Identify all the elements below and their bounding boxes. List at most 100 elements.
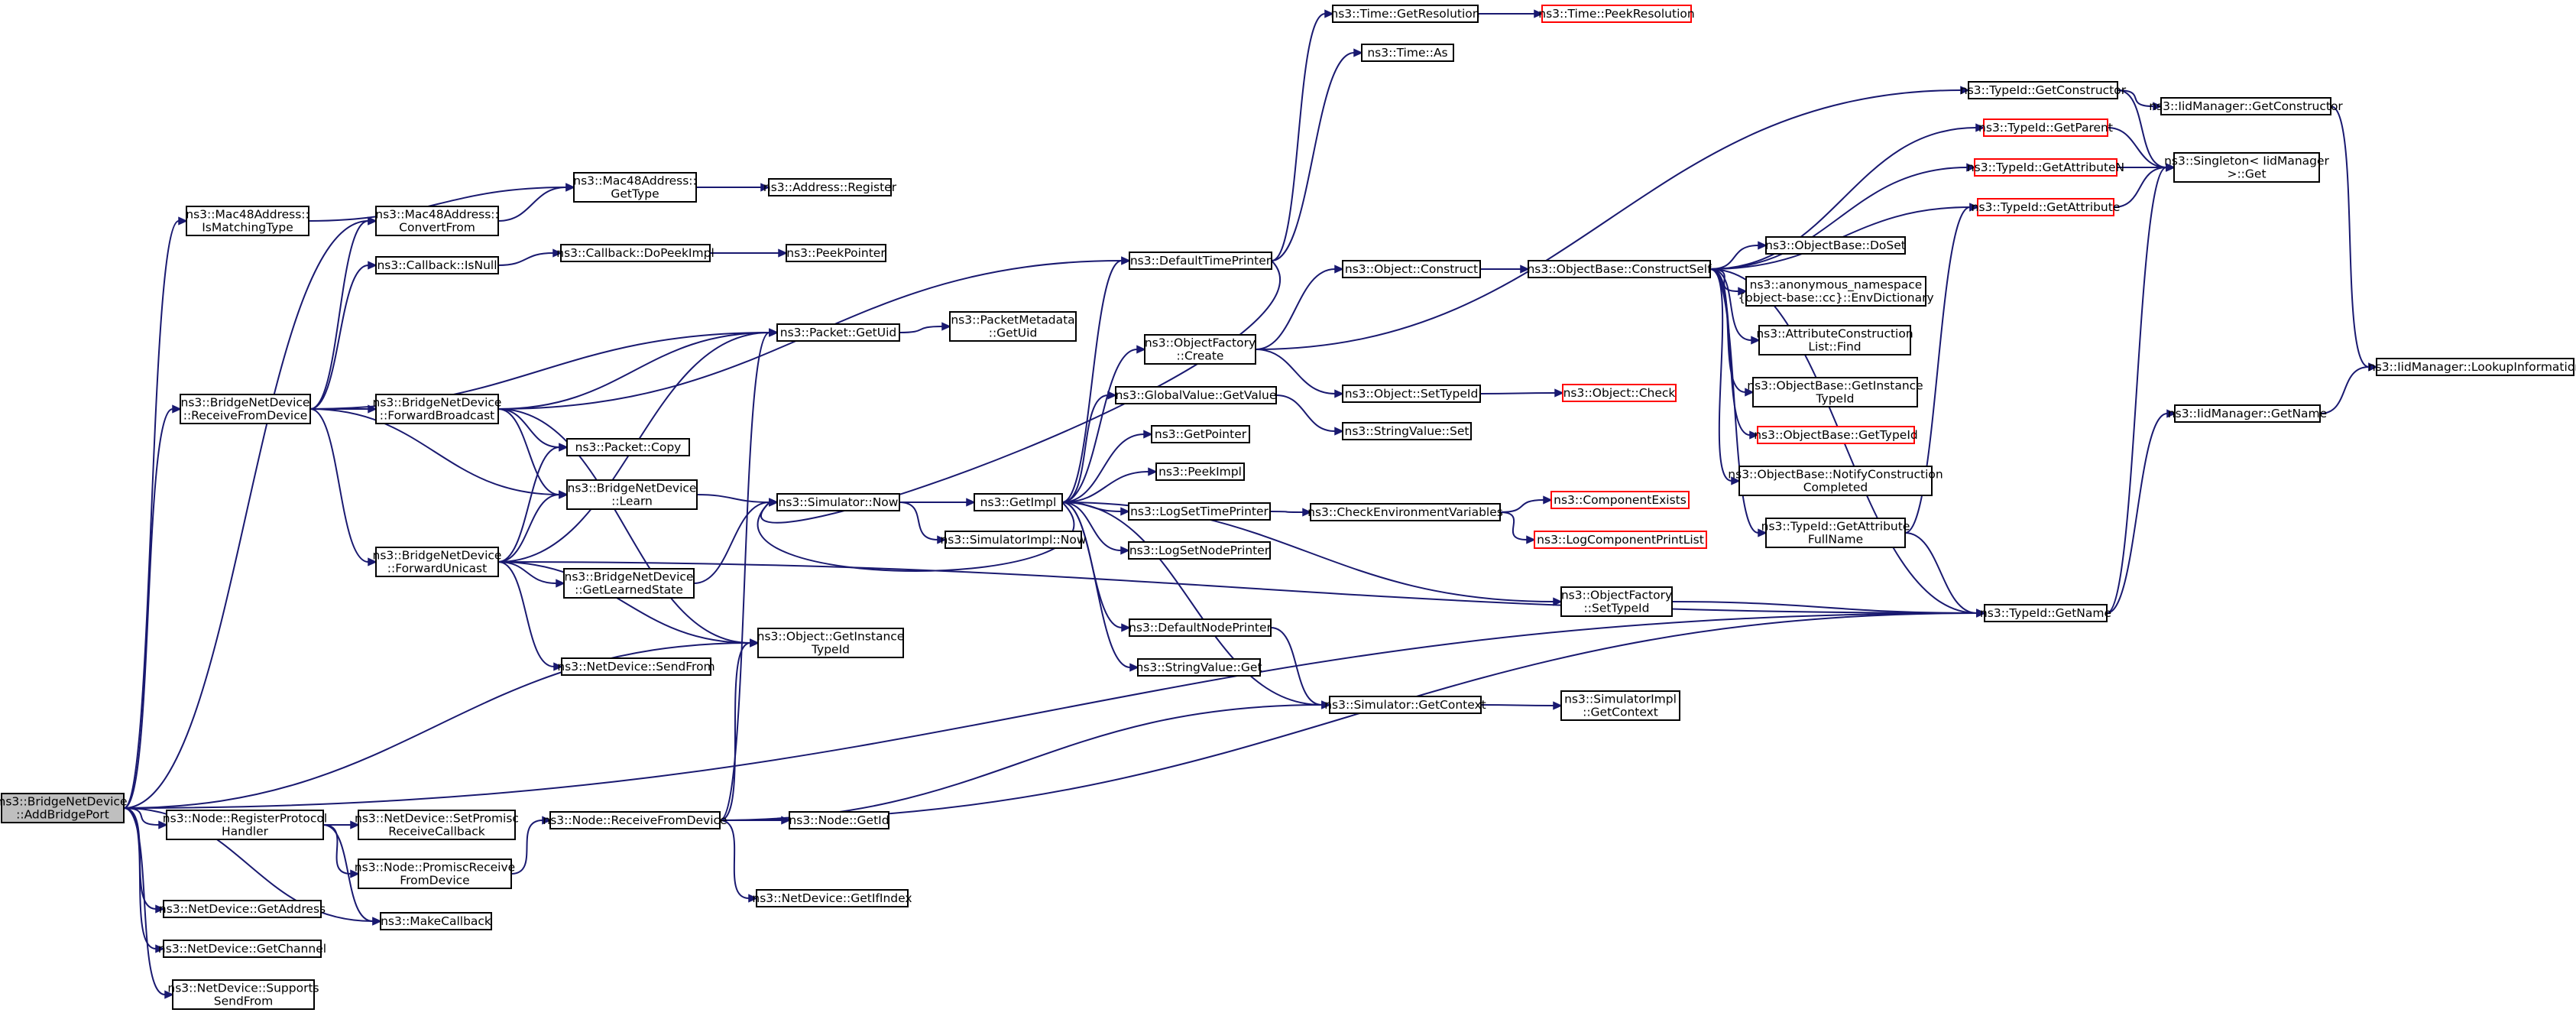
node-box: [1129, 252, 1272, 270]
node-type-id-get-parent[interactable]: ns3::TypeId::GetParent: [1978, 118, 2113, 137]
node-get-impl[interactable]: ns3::GetImpl: [974, 493, 1063, 511]
node-object-check[interactable]: ns3::Object::Check: [1562, 384, 1677, 402]
node-object-base-get-type-id[interactable]: ns3::ObjectBase::GetTypeId: [1754, 426, 1918, 444]
node-type-id-get-attribute-n[interactable]: ns3::TypeId::GetAttributeN: [1967, 158, 2124, 177]
node-global-value-get-value[interactable]: ns3::GlobalValue::GetValue: [1115, 386, 1277, 404]
node-box: [949, 311, 1077, 342]
node-net-device-send-from[interactable]: ns3::NetDevice::SendFrom: [557, 657, 715, 676]
node-label: ns3::ObjectBase::GetInstance: [1747, 379, 1923, 393]
node-type-id-get-attribute[interactable]: ns3::TypeId::GetAttribute: [1972, 198, 2121, 216]
node-simulator-impl-get-context[interactable]: ns3::SimulatorImpl::GetContext: [1560, 690, 1680, 721]
node-net-device-get-channel[interactable]: ns3::NetDevice::GetChannel: [158, 940, 326, 958]
node-env-dictionary[interactable]: ns3::anonymous_namespace{object-base::cc…: [1738, 276, 1934, 307]
node-peek-pointer[interactable]: ns3::PeekPointer: [786, 244, 886, 262]
node-label: ns3::DefaultNodePrinter: [1129, 621, 1272, 635]
node-check-environment-variables[interactable]: ns3::CheckEnvironmentVariables: [1307, 503, 1503, 521]
node-label: ns3::NetDevice::GetAddress: [159, 902, 326, 916]
node-object-factory-create[interactable]: ns3::ObjectFactory::Create: [1144, 334, 1256, 365]
edge-mac48-get-type-to-address-register: [696, 183, 770, 192]
node-do-set[interactable]: ns3::ObjectBase::DoSet: [1765, 236, 1906, 255]
node-time-get-resolution[interactable]: ns3::Time::GetResolution: [1330, 5, 1480, 23]
node-log-set-node-printer[interactable]: ns3::LogSetNodePrinter: [1128, 541, 1271, 560]
node-object-construct[interactable]: ns3::Object::Construct: [1342, 260, 1481, 278]
node-component-exists[interactable]: ns3::ComponentExists: [1550, 491, 1690, 509]
node-box: [1144, 334, 1256, 365]
node-get-pointer[interactable]: ns3::GetPointer: [1151, 425, 1250, 443]
edge-register-protocol-handler-to-make-callback: [322, 824, 382, 926]
node-callback-is-null[interactable]: ns3::Callback::IsNull: [375, 256, 499, 274]
edge-add-bridge-port-to-is-matching-type: [123, 216, 188, 809]
node-peek-impl[interactable]: ns3::PeekImpl: [1155, 463, 1245, 481]
edge-get-attribute-full-name-to-type-id-get-name: [1904, 532, 1986, 618]
node-default-time-printer[interactable]: ns3::DefaultTimePrinter: [1129, 252, 1272, 270]
node-do-peek-impl[interactable]: ns3::Callback::DoPeekImpl: [556, 244, 714, 262]
node-box: [789, 811, 889, 829]
node-packet-metadata-get-uid[interactable]: ns3::PacketMetadata::GetUid: [949, 311, 1077, 342]
node-object-set-type-id[interactable]: ns3::Object::SetTypeId: [1342, 385, 1481, 403]
node-box: [566, 438, 690, 456]
edge-object-factory-set-type-id-to-type-id-get-name: [1671, 601, 1986, 618]
node-box: [1974, 158, 2118, 177]
node-string-value-get[interactable]: ns3::StringValue::Get: [1136, 658, 1262, 677]
edge-convert-from-to-mac48-get-type: [497, 183, 575, 222]
node-node-get-id[interactable]: ns3::Node::GetId: [789, 811, 889, 829]
node-label: ns3::TypeId::GetParent: [1978, 121, 2113, 135]
node-address-register[interactable]: ns3::Address::Register: [763, 178, 897, 196]
node-make-callback[interactable]: ns3::MakeCallback: [380, 912, 492, 930]
node-singleton-get[interactable]: ns3::Singleton< IidManager >::Get: [2164, 152, 2330, 183]
node-packet-copy[interactable]: ns3::Packet::Copy: [566, 438, 690, 456]
node-lookup-information[interactable]: ns3::IidManager::LookupInformation: [2368, 358, 2576, 376]
node-net-device-get-address[interactable]: ns3::NetDevice::GetAddress: [159, 900, 326, 918]
node-box: [1550, 491, 1690, 509]
node-net-device-get-if-index[interactable]: ns3::NetDevice::GetIfIndex: [752, 889, 912, 907]
node-log-component-print-list[interactable]: ns3::LogComponentPrintList: [1534, 531, 1707, 549]
node-object-factory-set-type-id[interactable]: ns3::ObjectFactory::SetTypeId: [1560, 586, 1673, 617]
node-notify-construction-completed[interactable]: ns3::ObjectBase::NotifyConstructionCompl…: [1728, 466, 1943, 496]
node-box: [1534, 531, 1707, 549]
node-iid-manager-get-name[interactable]: ns3::IidManager::GetName: [2168, 404, 2327, 423]
node-type-id-get-name[interactable]: ns3::TypeId::GetName: [1980, 604, 2111, 622]
node-construct-self[interactable]: ns3::ObjectBase::ConstructSelf: [1527, 260, 1712, 278]
node-convert-from[interactable]: ns3::Mac48Address::ConvertFrom: [375, 206, 499, 236]
node-simulator-impl-now[interactable]: ns3::SimulatorImpl::Now: [940, 531, 1087, 549]
node-label: ns3::Callback::IsNull: [377, 258, 497, 272]
node-box: [375, 206, 499, 236]
node-is-matching-type[interactable]: ns3::Mac48Address::IsMatchingType: [186, 206, 309, 236]
node-get-learned-state[interactable]: ns3::BridgeNetDevice::GetLearnedState: [563, 568, 695, 599]
node-learn[interactable]: ns3::BridgeNetDevice::Learn: [566, 479, 698, 510]
node-default-node-printer[interactable]: ns3::DefaultNodePrinter: [1129, 618, 1272, 637]
node-string-value-set[interactable]: ns3::StringValue::Set: [1342, 422, 1472, 440]
node-simulator-get-context[interactable]: ns3::Simulator::GetContext: [1324, 696, 1486, 714]
node-time-as[interactable]: ns3::Time::As: [1361, 44, 1454, 62]
node-receive-from-device-b[interactable]: ns3::BridgeNetDevice::ReceiveFromDevice: [180, 394, 311, 424]
node-node-receive-from-device[interactable]: ns3::Node::ReceiveFromDevice: [543, 811, 727, 829]
node-simulator-now[interactable]: ns3::Simulator::Now: [776, 493, 900, 511]
node-type-id-get-constructor[interactable]: ns3::TypeId::GetConstructor: [1960, 81, 2127, 99]
node-mac48-get-type[interactable]: ns3::Mac48Address::GetType: [573, 172, 697, 203]
node-packet-get-uid[interactable]: ns3::Packet::GetUid: [776, 323, 900, 342]
node-label: ns3::NetDevice::Supports: [167, 982, 319, 995]
edge-get-learned-state-to-simulator-now: [693, 498, 779, 584]
node-set-promisc-receive-callback[interactable]: ns3::NetDevice::SetPromiscReceiveCallbac…: [355, 810, 519, 840]
node-time-peek-resolution[interactable]: ns3::Time::PeekResolution: [1538, 5, 1695, 23]
node-box: [1155, 463, 1245, 481]
edge-get-impl-to-default-time-printer: [1061, 256, 1131, 503]
node-label: ns3::SimulatorImpl: [1564, 693, 1677, 706]
node-box: [1128, 541, 1271, 560]
node-log-set-time-printer[interactable]: ns3::LogSetTimePrinter: [1128, 502, 1271, 521]
node-forward-unicast[interactable]: ns3::BridgeNetDevice::ForwardUnicast: [373, 547, 502, 577]
node-iid-manager-get-constructor[interactable]: ns3::IidManager::GetConstructor: [2149, 97, 2343, 115]
node-forward-broadcast[interactable]: ns3::BridgeNetDevice::ForwardBroadcast: [373, 394, 502, 424]
edge-node-receive-from-device-to-simulator-get-context: [719, 700, 1331, 821]
node-box: [1115, 386, 1277, 404]
call-nodes: ns3::BridgeNetDevice::AddBridgePortns3::…: [0, 5, 2576, 1010]
node-add-bridge-port[interactable]: ns3::BridgeNetDevice::AddBridgePort: [0, 793, 127, 823]
node-label: ns3::Object::GetInstance: [757, 630, 905, 644]
